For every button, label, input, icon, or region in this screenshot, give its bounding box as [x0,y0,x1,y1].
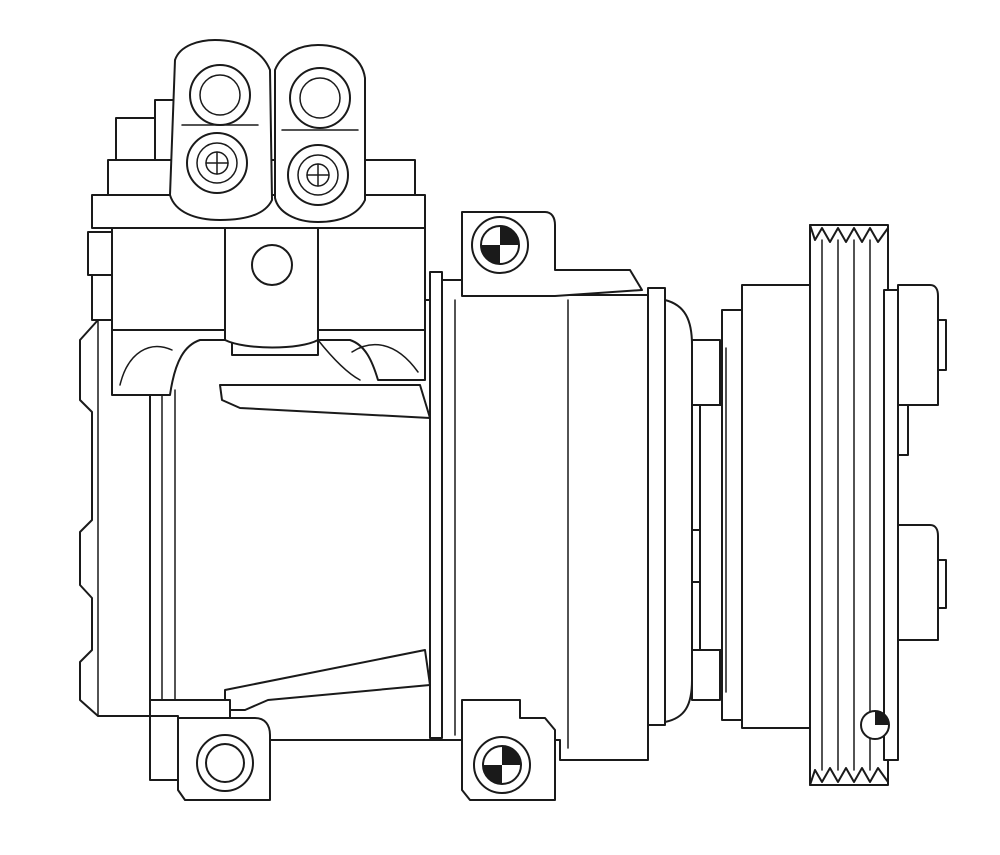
clutch-hub [691,309,743,721]
front-housing [429,271,693,761]
mount-ear-top [461,211,643,297]
side-boss [87,231,113,321]
suction-port [169,39,273,221]
mount-ear-bottom-left [149,715,271,801]
discharge-port [274,44,366,223]
pulley [741,224,899,786]
mount-hole [251,244,293,286]
mount-ear-bottom-right [461,699,556,801]
front-plate [897,284,947,641]
